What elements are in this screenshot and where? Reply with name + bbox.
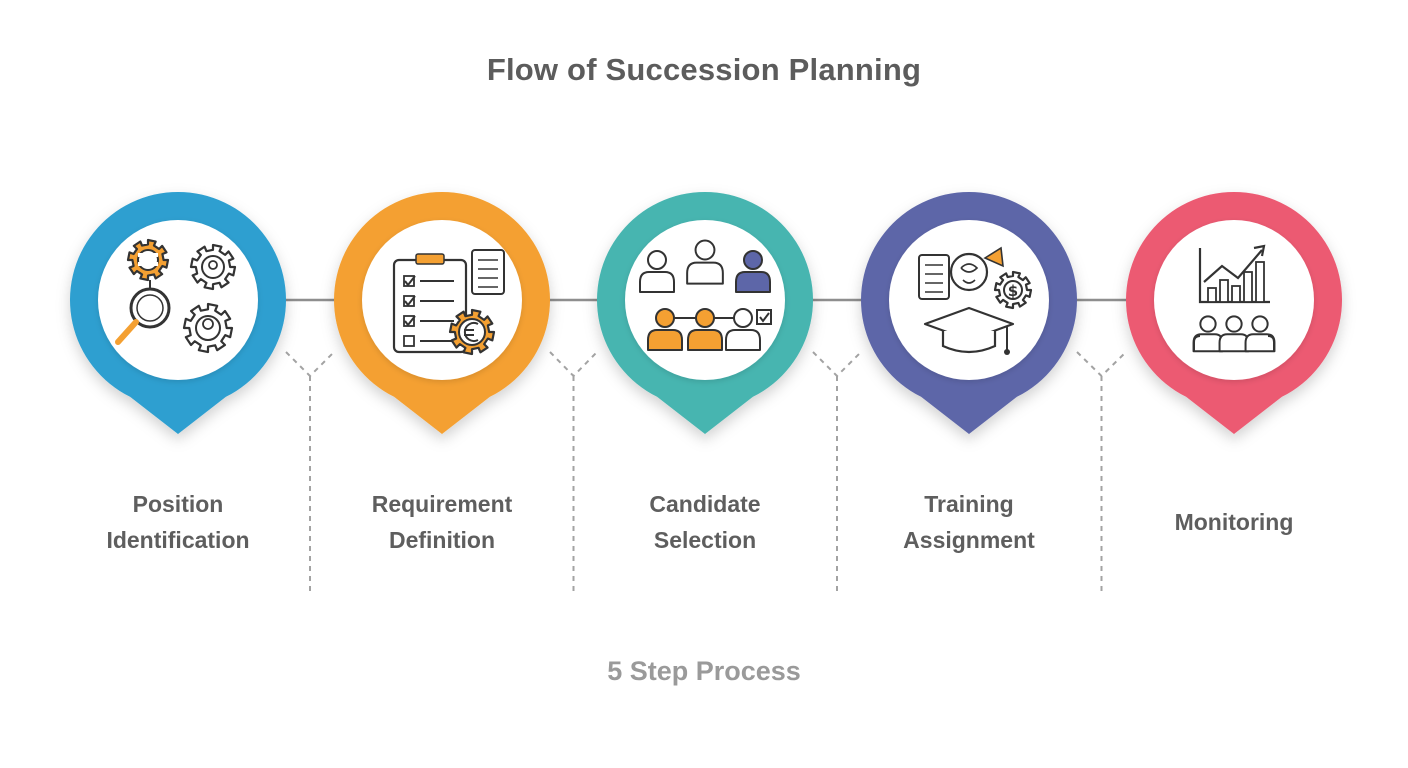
page-title: Flow of Succession Planning: [486, 52, 922, 87]
chart-bar-icon: [1207, 287, 1217, 303]
person-highlight-icon: [735, 250, 771, 293]
connector-dashed: [1076, 351, 1127, 378]
step-label-line: Identification: [106, 527, 250, 553]
search-gears-icon: [115, 238, 237, 354]
people-selection-icon: [639, 239, 772, 351]
training-graduation-icon: $: [918, 246, 1033, 355]
team-member-icon: [1218, 315, 1250, 353]
svg-text:$: $: [1008, 282, 1018, 300]
chart-bar-icon: [1231, 285, 1241, 303]
step-label-line: Selection: [653, 527, 757, 553]
person-icon: [725, 308, 761, 351]
pin-inner-circle: [889, 220, 1049, 380]
trend-line-icon: [1203, 249, 1263, 283]
person-icon: [686, 239, 724, 285]
step-label-line: Training: [924, 491, 1014, 517]
chart-bar-icon: [1255, 261, 1265, 303]
gear-icon: [189, 243, 237, 291]
step-pins: $: [70, 192, 1342, 434]
chart-team-icon: [1192, 244, 1276, 353]
step-label-line: Position: [132, 491, 224, 517]
small-list-icon: [471, 249, 505, 295]
step-label-line: Definition: [388, 527, 496, 553]
document-icon: [918, 254, 950, 300]
checkbox-icon: [756, 309, 772, 325]
person-selected-icon: [647, 308, 683, 351]
flag-icon: [983, 246, 1004, 268]
connector-dashed: [812, 351, 862, 378]
chart-bar-icon: [1219, 279, 1229, 303]
dollar-gear-icon: [993, 270, 1033, 310]
step-label-line: Assignment: [903, 527, 1035, 553]
gear-person-icon: [182, 302, 234, 354]
step-label-line: Requirement: [371, 491, 513, 517]
orange-gear-icon: [126, 238, 170, 282]
step-label-line: Candidate: [649, 491, 761, 517]
step-label-line: Monitoring: [1174, 509, 1294, 535]
chart-bar-icon: [1243, 271, 1253, 303]
pin-inner-circle: [98, 220, 258, 380]
process-subtitle: 5 Step Process: [607, 656, 801, 686]
checklist-badge-icon: [392, 249, 505, 356]
connector-dashed: [285, 351, 335, 378]
step-pin-1: [70, 192, 286, 434]
step-label-5: Monitoring: [1119, 504, 1349, 540]
person-icon: [639, 250, 675, 293]
connector-lines: [282, 298, 1130, 596]
person-selected-icon: [687, 308, 723, 351]
step-pin-2: [334, 192, 550, 434]
step-pin-4: $: [860, 192, 1077, 434]
step-pin-3: [597, 192, 813, 434]
step-pin-5: [1126, 192, 1342, 434]
team-member-icon: [1244, 315, 1276, 353]
connector-dashed: [549, 351, 598, 378]
